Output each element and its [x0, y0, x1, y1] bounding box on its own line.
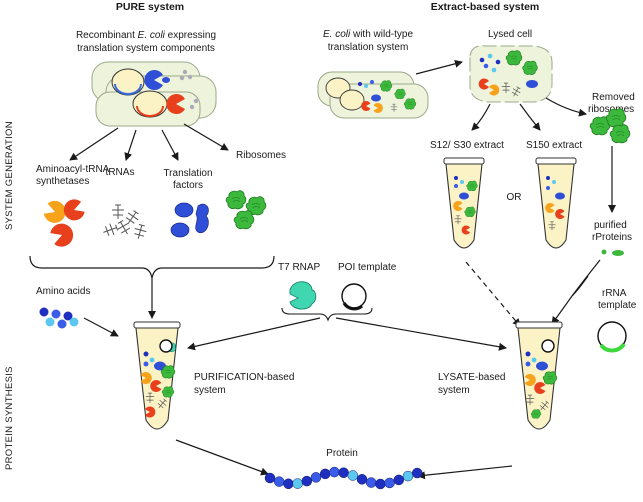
rrna-template-label-2: template	[598, 300, 637, 311]
lysate-reaction-tube	[515, 321, 563, 430]
protein-bead	[384, 477, 395, 489]
amino-acids-label: Amino acids	[36, 286, 90, 297]
rrna-template-label-1: rRNA	[602, 288, 627, 299]
protein-bead	[356, 474, 368, 485]
lysed-cell-label: Lysed cell	[488, 29, 532, 40]
protein-synthesis-label: PROTEIN SYNTHESIS	[4, 366, 15, 470]
synthetases-label-1: Aminoacyl-tRNA	[36, 164, 110, 175]
or-label: OR	[507, 192, 522, 203]
components-brace	[29, 255, 275, 279]
arrow-wildtype-to-lysed	[415, 59, 463, 75]
protein-bead	[301, 475, 313, 487]
arrow-lysed-to-s150	[519, 103, 541, 131]
protein-bead	[283, 478, 294, 490]
shared-brace	[281, 307, 373, 322]
ribosome-icons	[225, 190, 267, 230]
arrow-lysed-to-s12	[471, 103, 491, 131]
protein-bead	[411, 467, 423, 479]
protein-bead	[264, 472, 276, 484]
protein-bead	[347, 470, 359, 481]
poi-template-icon	[341, 283, 367, 311]
pure-system-label-2: system	[194, 385, 226, 396]
wildtype-cells	[317, 71, 429, 119]
system-generation-label: SYSTEM GENERATION	[4, 121, 15, 230]
trna-icons	[100, 204, 149, 241]
factors-label-1: Translation	[163, 168, 212, 179]
trnas-label: tRNAs	[106, 167, 135, 178]
factors-label-2: factors	[173, 180, 203, 191]
removed-ribosomes-label-1: Removed	[592, 92, 635, 103]
arrow-lysed-to-removed	[545, 97, 587, 117]
purified-label-1: purified	[594, 220, 627, 231]
t7-rnap-icon	[289, 281, 317, 310]
recombinant-cells	[91, 61, 217, 127]
arrow-to-factors	[161, 129, 179, 161]
protein-bead	[273, 476, 285, 487]
arrow-shared-to-lysate	[335, 317, 507, 351]
protein-bead	[402, 470, 414, 482]
arrow-shared-to-pure	[187, 317, 321, 351]
arrow-to-ribosomes	[183, 123, 229, 151]
recombinant-label-line1: Recombinant E. coli expressing	[76, 30, 216, 41]
translation-factor-icons	[170, 202, 209, 238]
lysate-system-label-1: LYSATE-based	[438, 372, 505, 383]
purified-label-2: rProteins	[592, 232, 632, 243]
synthetase-icons	[41, 196, 87, 250]
protein-bead	[375, 478, 386, 490]
protein-chain	[264, 466, 423, 490]
arrow-merged-to-lysate	[551, 295, 573, 325]
arrow-to-trnas	[124, 129, 137, 161]
synthetases-label-2: synthetases	[36, 176, 89, 187]
wildtype-label-1: E. coli with wild-type	[323, 29, 413, 40]
lysate-system-label-2: system	[438, 385, 470, 396]
pure-system-label-1: PURIFICATION-based	[194, 372, 294, 383]
protein-bead	[329, 466, 340, 478]
pure-header: PURE system	[116, 1, 184, 13]
rrna-to-lysate-line	[571, 275, 589, 297]
removed-ribosomes-label-2: ribosomes	[588, 104, 634, 115]
protein-label: Protein	[326, 448, 358, 459]
recombinant-label-line2: translation system components	[77, 43, 215, 54]
pure-reaction-tube	[133, 321, 181, 430]
poi-template-label: POI template	[338, 262, 397, 273]
amino-acid-icons	[39, 307, 79, 329]
protein-bead	[319, 468, 331, 480]
rrna-template-icon	[597, 321, 627, 353]
wildtype-label-2: translation system	[328, 42, 409, 53]
s150-tube	[535, 157, 577, 249]
arrow-amino-to-pure-tube	[83, 317, 119, 337]
s150-label: S150 extract	[526, 140, 582, 151]
rprotein-icons	[601, 249, 624, 256]
protein-bead	[292, 478, 303, 489]
extract-header: Extract-based system	[431, 1, 540, 13]
protein-bead	[310, 472, 322, 483]
arrow-to-synthetases	[69, 127, 119, 161]
t7-rnap-label: T7 RNAP	[278, 262, 321, 273]
dashed-arrow-s12-to-lysate	[465, 261, 521, 327]
protein-bead	[365, 477, 377, 488]
lysed-cell	[469, 45, 553, 103]
ribosomes-label: Ribosomes	[236, 150, 286, 161]
protein-bead	[393, 474, 405, 486]
s12-s30-label: S12/ S30 extract	[430, 140, 504, 151]
s12-s30-tube	[443, 157, 485, 249]
arrow-lysate-to-protein	[417, 465, 513, 480]
protein-bead	[338, 467, 349, 478]
arrow-pure-to-protein	[175, 439, 269, 476]
